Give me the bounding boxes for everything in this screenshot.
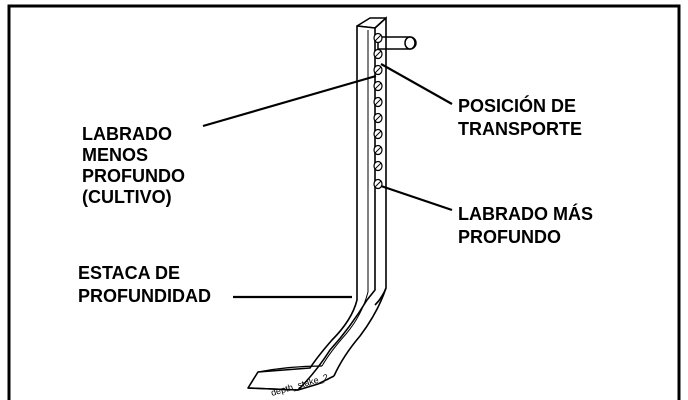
- label-shallow-3: PROFUNDO: [82, 166, 185, 186]
- transport-pin: [377, 36, 417, 50]
- label-transport-1: POSICIÓN DE: [458, 95, 576, 116]
- label-deeper-1: LABRADO MÁS: [458, 203, 593, 224]
- label-stake-1: ESTACA DE: [78, 263, 180, 283]
- leader-shallow: [202, 74, 377, 128]
- leader-transport: [380, 63, 453, 105]
- depth-stake: [247, 16, 387, 391]
- hole-slashes: [374, 34, 382, 188]
- label-deeper-2: PROFUNDO: [458, 227, 561, 247]
- leader-deeper: [380, 184, 453, 212]
- label-shallow-2: MENOS: [82, 145, 148, 165]
- figure-frame: [7, 4, 681, 400]
- label-shallow-1: LABRADO: [82, 124, 172, 144]
- label-transport-2: TRANSPORTE: [458, 119, 582, 139]
- label-shallow-4: (CULTIVO): [82, 187, 172, 207]
- label-stake-2: PROFUNDIDAD: [78, 286, 211, 306]
